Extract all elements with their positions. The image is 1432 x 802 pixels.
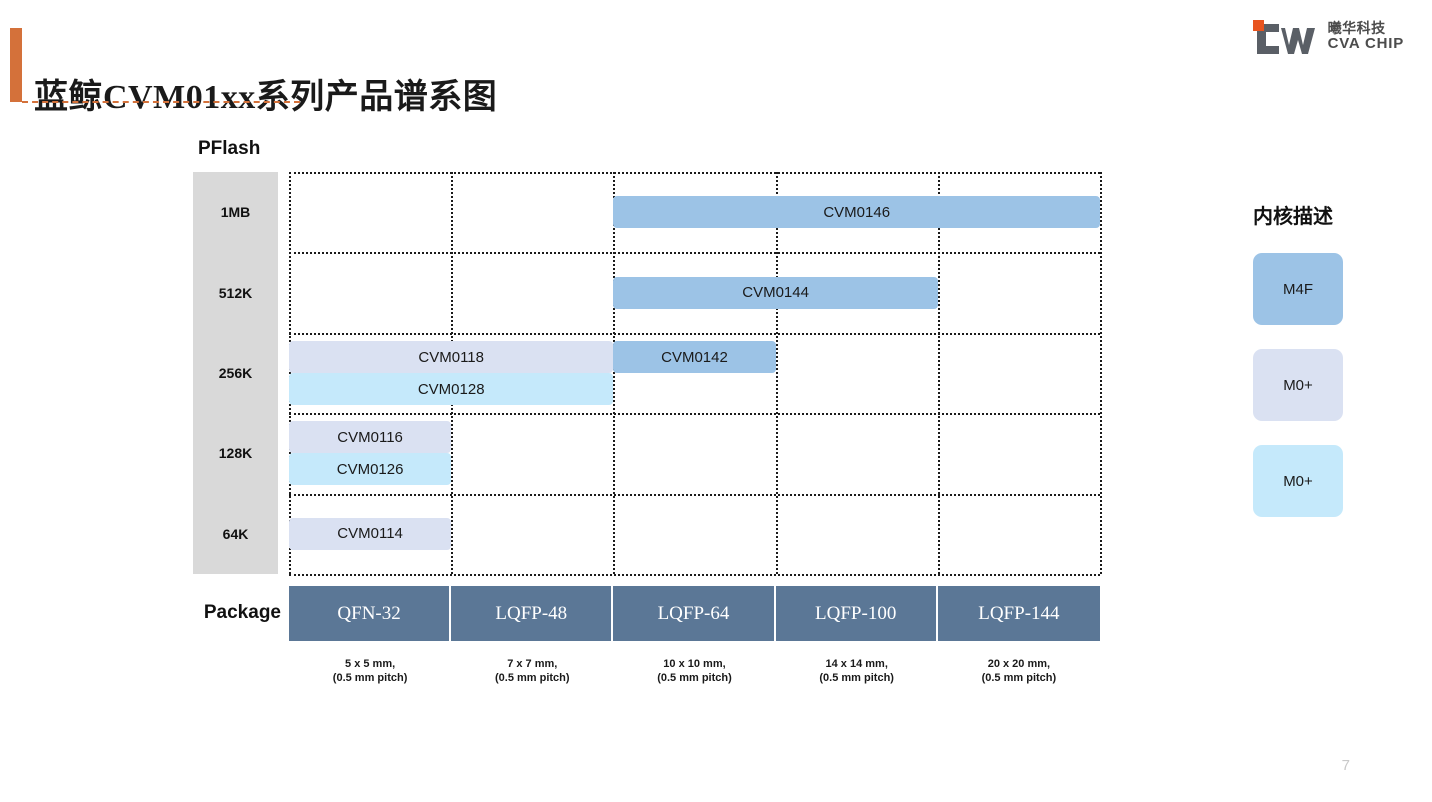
grid-row-line (289, 494, 1100, 496)
legend-swatch-label: M0+ (1283, 376, 1313, 394)
pflash-label-1mb: 1MB (220, 204, 251, 221)
grid-row-line (289, 252, 1100, 254)
legend-swatch-0[interactable]: M4F (1253, 253, 1343, 325)
product-bar-cvm0144[interactable]: CVM0144 (613, 276, 938, 309)
product-bar-label: CVM0114 (337, 525, 403, 543)
pflash-label-512k: 512K (218, 284, 253, 301)
package-header-lqfp-144[interactable]: LQFP-144 (937, 586, 1100, 641)
package-note-lqfp-48: 7 x 7 mm,(0.5 mm pitch) (494, 658, 570, 684)
product-bar-cvm0142[interactable]: CVM0142 (613, 341, 776, 373)
product-bar-label: CVM0146 (823, 203, 891, 221)
grid-row-line (289, 574, 1100, 576)
product-bar-cvm0114[interactable]: CVM0114 (289, 517, 452, 550)
logo-company-en: CVA CHIP (1327, 35, 1404, 53)
logo-text: 曦华科技 CVA CHIP (1328, 21, 1404, 52)
pflash-axis-band (193, 172, 278, 574)
product-bar-label: CVM0116 (337, 428, 403, 446)
package-header-qfn-32[interactable]: QFN-32 (289, 586, 452, 641)
page-number: 7 (1341, 757, 1350, 774)
title-underline (22, 101, 300, 103)
package-note-lqfp-144: 20 x 20 mm,(0.5 mm pitch) (981, 658, 1057, 684)
package-axis-title: Package (203, 602, 281, 623)
product-bar-cvm0118[interactable]: CVM0118 (289, 341, 614, 373)
package-note-lqfp-100: 14 x 14 mm,(0.5 mm pitch) (819, 658, 894, 684)
grid-row-line (289, 333, 1100, 335)
grid-column-line (938, 172, 940, 574)
pflash-label-256k: 256K (218, 365, 253, 381)
package-note-lqfp-64: 10 x 10 mm,(0.5 mm pitch) (657, 658, 732, 684)
product-bar-cvm0126[interactable]: CVM0126 (289, 453, 452, 486)
product-bar-label: CVM0118 (418, 348, 484, 366)
pflash-label-64k: 64K (222, 525, 249, 542)
logo-company-cn: 曦华科技 (1327, 20, 1386, 37)
product-bar-label: CVM0126 (336, 460, 404, 478)
logo-orange-square-icon (1252, 20, 1264, 31)
legend-title: 内核描述 (1253, 206, 1333, 228)
legend-swatch-label: M4F (1283, 280, 1313, 298)
pflash-label-128k: 128K (218, 445, 253, 462)
package-header-lqfp-64[interactable]: LQFP-64 (613, 586, 776, 641)
product-bar-label: CVM0142 (661, 348, 728, 366)
page-title: 蓝鲸CVM01xx系列产品谱系图 (34, 78, 498, 116)
product-bar-cvm0146[interactable]: CVM0146 (613, 196, 1100, 229)
legend-swatch-1[interactable]: M0+ (1253, 349, 1343, 421)
cva-logo-mark-icon (1252, 20, 1319, 54)
product-bar-label: CVM0128 (417, 380, 485, 398)
grid-row-line (289, 413, 1100, 415)
package-header-lqfp-48[interactable]: LQFP-48 (451, 586, 614, 641)
package-header-lqfp-100[interactable]: LQFP-100 (775, 586, 938, 641)
grid-column-line (776, 172, 778, 574)
package-note-qfn-32: 5 x 5 mm,(0.5 mm pitch) (332, 658, 408, 684)
grid-column-line (613, 172, 615, 574)
legend-swatch-2[interactable]: M0+ (1253, 445, 1343, 517)
legend-swatch-label: M0+ (1283, 472, 1313, 490)
grid-column-line (1100, 172, 1102, 574)
company-logo: 曦华科技 CVA CHIP (1252, 20, 1404, 54)
product-bar-cvm0128[interactable]: CVM0128 (289, 373, 614, 405)
title-accent-bar (10, 28, 22, 102)
product-bar-cvm0116[interactable]: CVM0116 (289, 421, 452, 454)
grid-row-line (289, 172, 1100, 174)
product-bar-label: CVM0144 (742, 284, 809, 302)
pflash-axis-title: PFlash (198, 138, 261, 159)
